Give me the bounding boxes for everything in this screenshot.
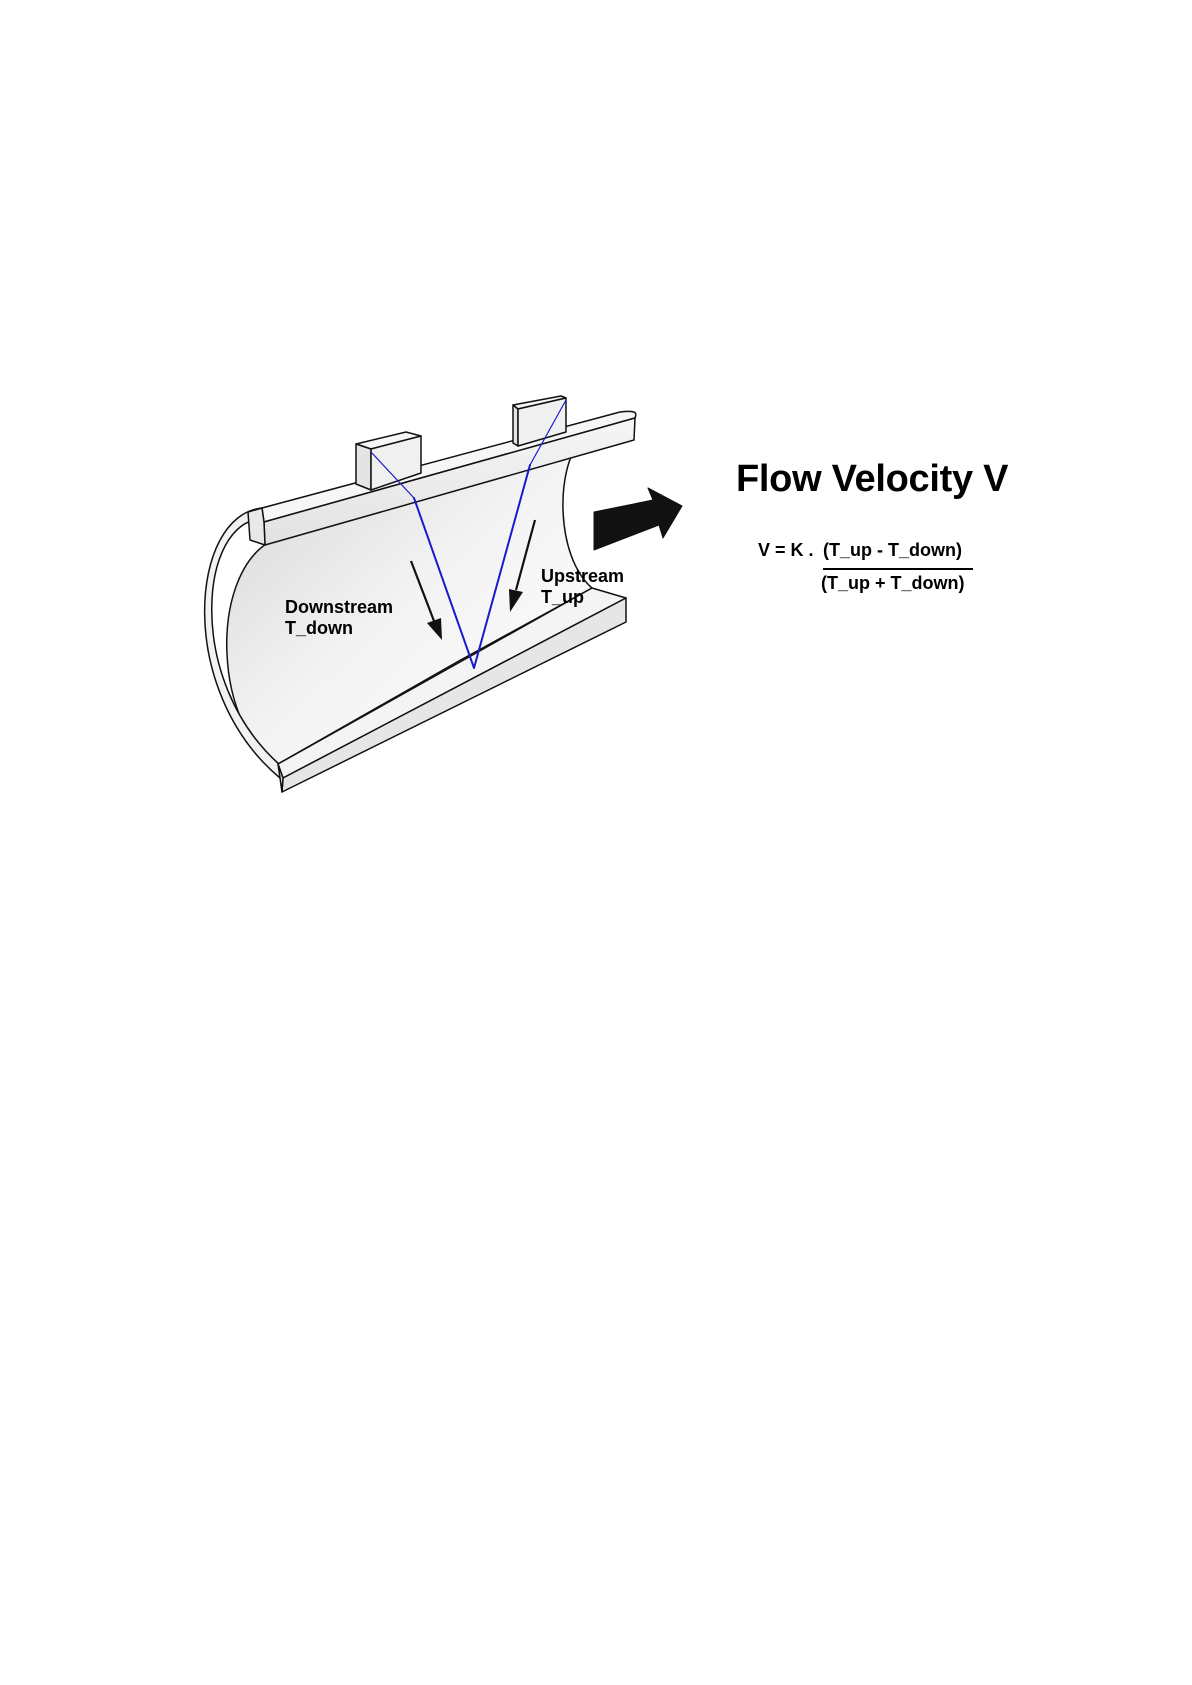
pipe-top-wall-end	[248, 508, 265, 545]
transducer-left-front	[356, 444, 371, 490]
upstream-label-line1: Upstream	[541, 566, 624, 587]
formula-denominator: (T_up + T_down)	[821, 573, 965, 594]
downstream-label-line1: Downstream	[285, 597, 393, 618]
downstream-label: Downstream T_down	[285, 597, 393, 638]
diagram-title: Flow Velocity V	[736, 458, 1008, 502]
flow-direction-arrow-icon	[594, 488, 682, 550]
formula-numerator: (T_up - T_down)	[823, 540, 962, 561]
formula-lhs: V = K .	[758, 540, 814, 561]
downstream-label-line2: T_down	[285, 618, 393, 639]
upstream-label-line2: T_up	[541, 587, 624, 608]
upstream-label: Upstream T_up	[541, 566, 624, 607]
formula-fraction-bar	[823, 568, 973, 570]
